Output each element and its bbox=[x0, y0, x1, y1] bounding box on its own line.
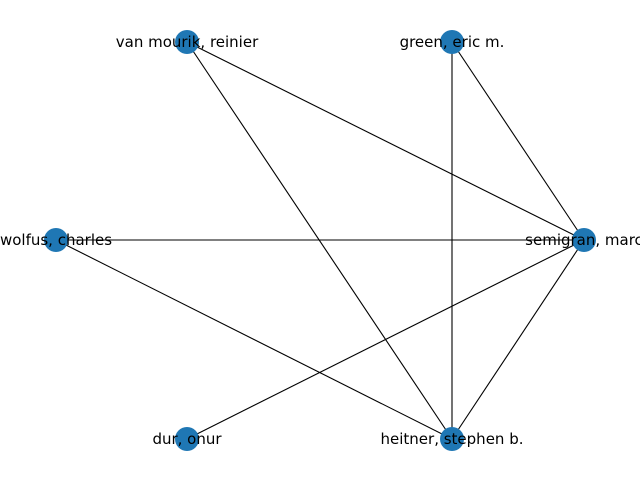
node-van-mourik bbox=[175, 30, 199, 54]
node-label-van-mourik: van mourik, reinier bbox=[116, 33, 259, 51]
node-label-wolfus: wolfus, charles bbox=[0, 231, 112, 249]
node-semigran bbox=[572, 228, 596, 252]
node-label-heitner: heitner, stephen b. bbox=[381, 430, 524, 448]
label-layer: van mourik, reinier green, eric m. wolfus,… bbox=[0, 33, 640, 448]
edge-van-mourik-semigran bbox=[186, 41, 585, 241]
edge-layer bbox=[55, 41, 585, 440]
node-wolfus bbox=[44, 228, 68, 252]
edge-wolfus-heitner bbox=[55, 239, 453, 440]
edge-semigran-dur bbox=[186, 239, 585, 440]
node-layer bbox=[44, 30, 596, 451]
node-label-green: green, eric m. bbox=[400, 33, 505, 51]
node-label-dur: dur, onur bbox=[152, 430, 222, 448]
edge-green-semigran bbox=[451, 41, 585, 241]
node-dur bbox=[175, 427, 199, 451]
edge-semigran-heitner bbox=[451, 239, 585, 440]
node-green bbox=[440, 30, 464, 54]
node-heitner bbox=[440, 427, 464, 451]
node-label-semigran: semigran, marc bbox=[525, 231, 640, 249]
